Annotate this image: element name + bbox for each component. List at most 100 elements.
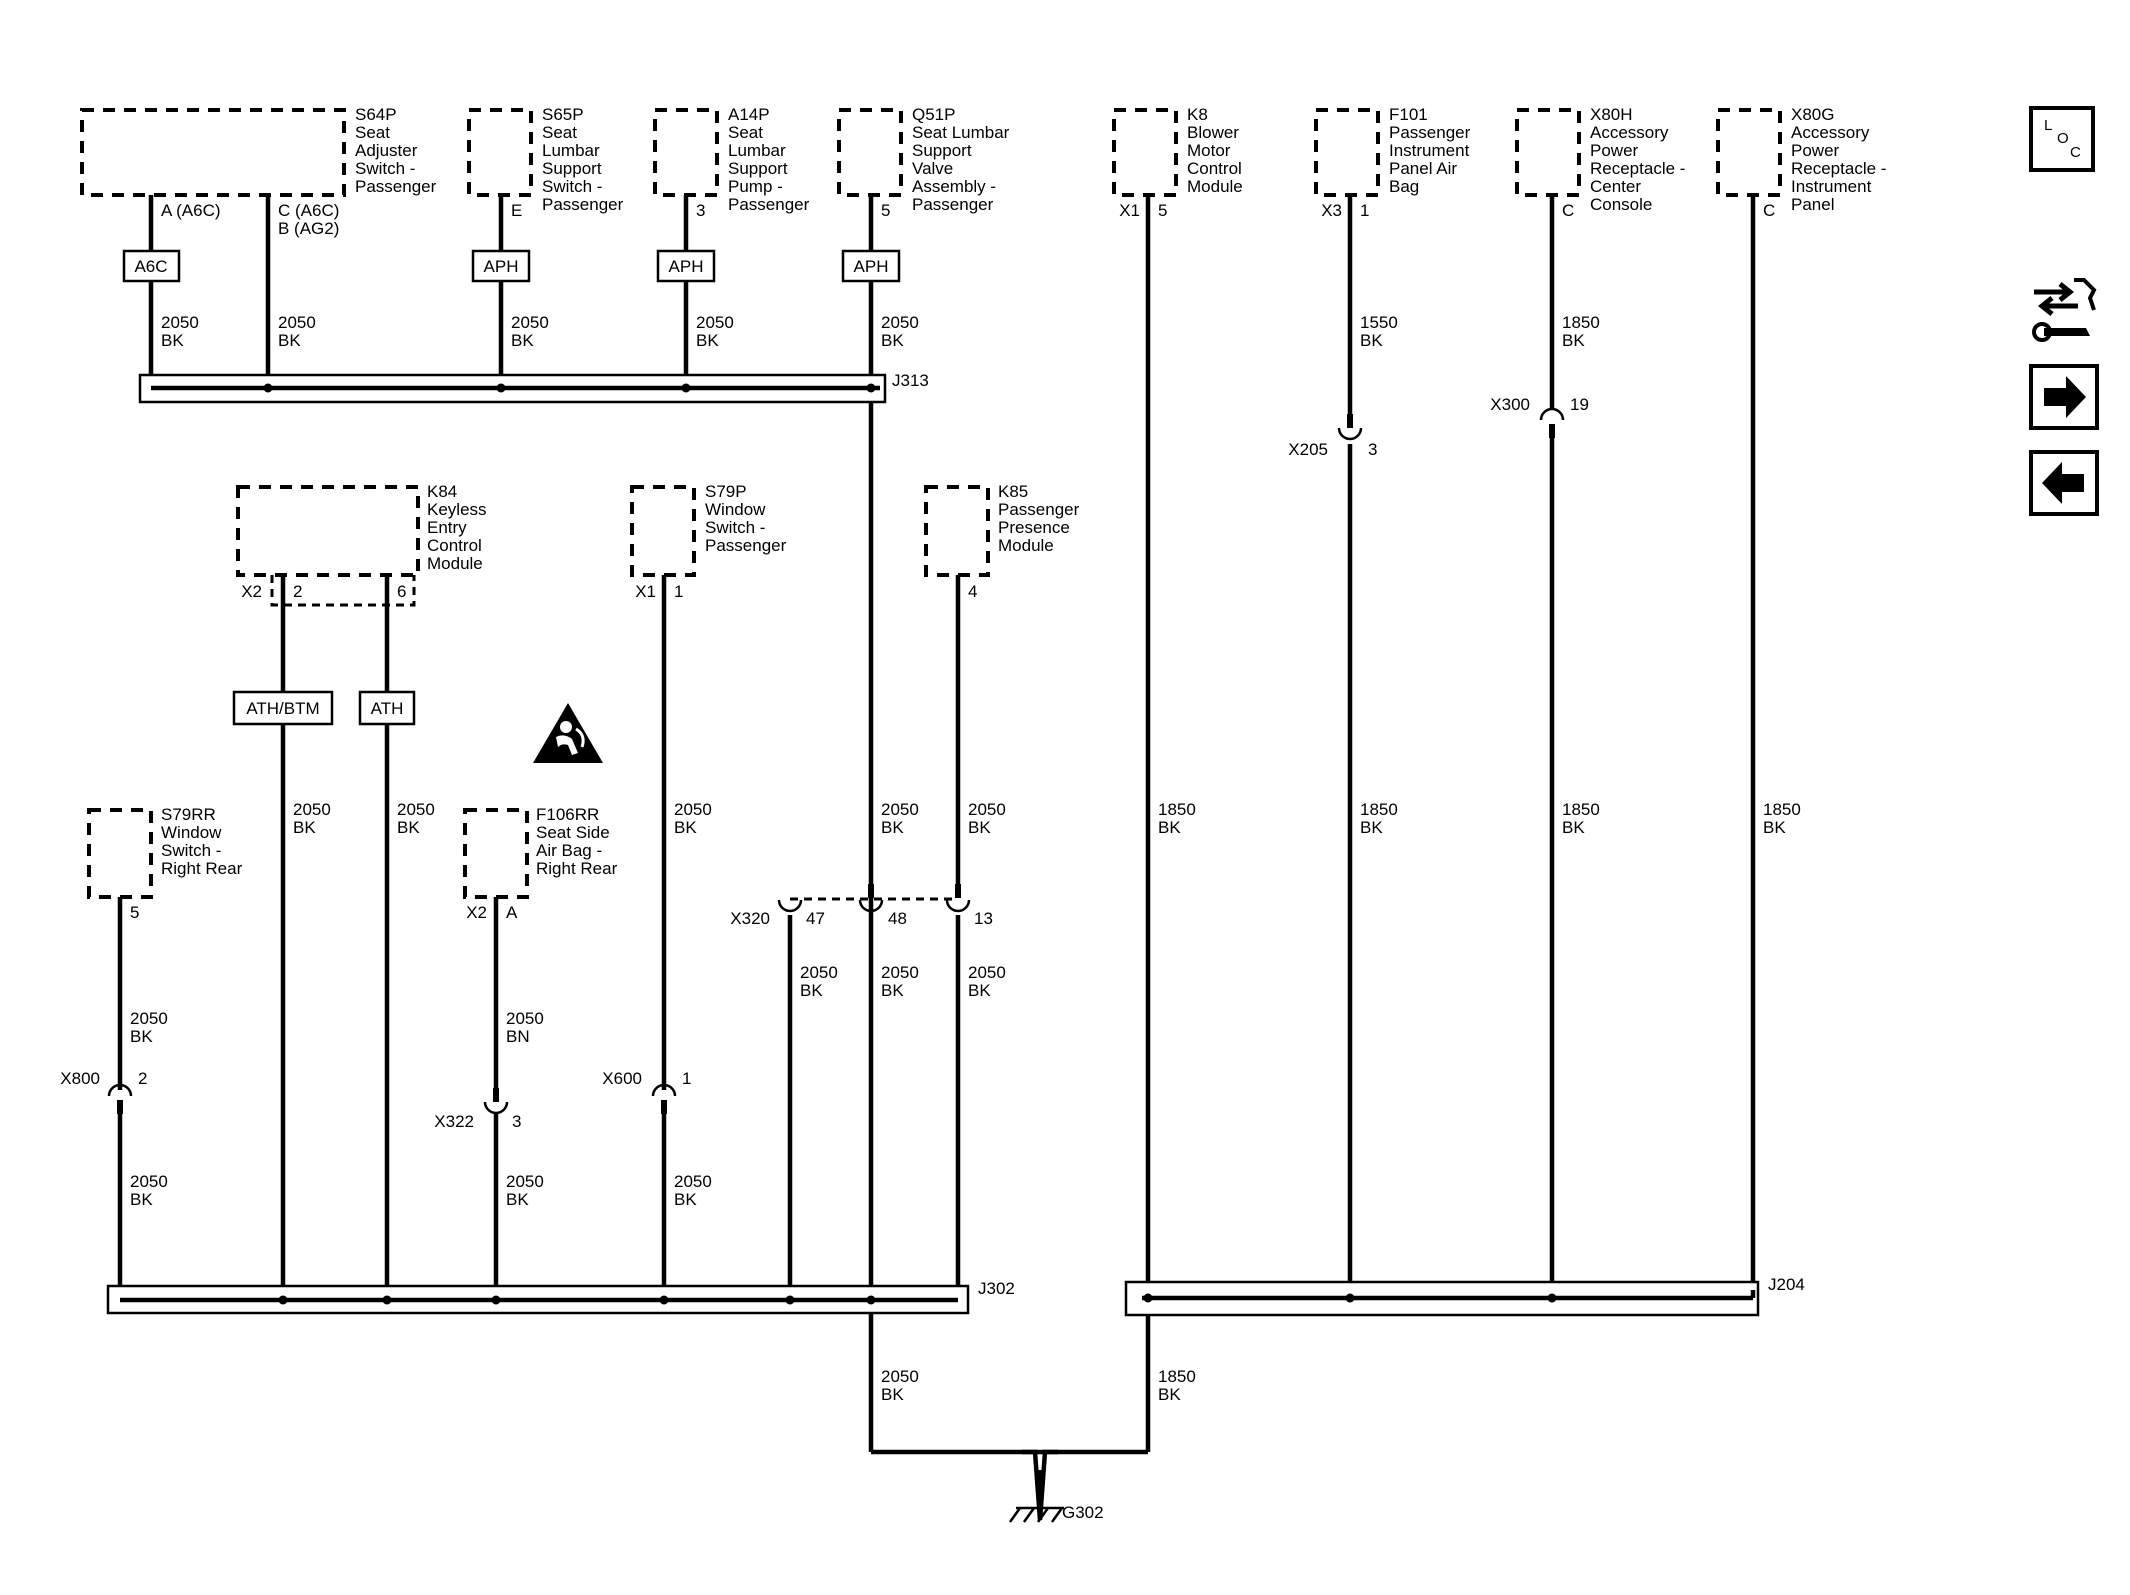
pin-label: C (A6C) [278, 201, 339, 220]
option-tag-aph: APH [484, 257, 519, 276]
k8-box[interactable] [1112, 108, 1178, 197]
pin-label: C [1562, 201, 1574, 220]
s65p-box[interactable] [467, 108, 533, 197]
option-tag-a6c: A6C [134, 257, 167, 276]
svg-text:X600: X600 [602, 1069, 642, 1088]
connector-x205[interactable]: X205 3 [1288, 414, 1377, 459]
component-boxes [80, 108, 1782, 899]
s79rr-box[interactable] [87, 808, 153, 899]
svg-text:O: O [2057, 130, 2069, 147]
option-tag-ath: ATH [371, 699, 404, 718]
pin-label: X3 [1321, 201, 1342, 220]
svg-text:2: 2 [138, 1069, 147, 1088]
inline-connectors: X205 3 X300 19 X320 47 48 13 X800 [60, 395, 1589, 1131]
pin-label: X2 [241, 582, 262, 601]
pin-label: 5 [130, 903, 139, 922]
component-label: X80H Accessory Power Receptacle - Center… [1590, 105, 1690, 214]
component-label: F106RR Seat Side Air Bag - Right Rear [536, 805, 618, 878]
ground-symbol-icon [1008, 1470, 1064, 1523]
component-label: S65P Seat Lumbar Support Switch - Passen… [542, 105, 624, 214]
wires [117, 195, 1756, 1521]
pin-label: 3 [696, 201, 705, 220]
svg-text:47: 47 [806, 909, 825, 928]
back-arrow-icon[interactable] [2029, 450, 2099, 516]
svg-text:X205: X205 [1288, 440, 1328, 459]
component-label: K84 Keyless Entry Control Module [427, 482, 491, 573]
option-tag-athbtm: ATH/BTM [246, 699, 319, 718]
pin-label: 5 [1158, 201, 1167, 220]
connector-x322[interactable]: X322 3 [434, 1088, 521, 1131]
x80g-box[interactable] [1716, 108, 1782, 197]
pin-label: X1 [635, 582, 656, 601]
svg-text:L: L [2044, 117, 2052, 134]
svg-text:X800: X800 [60, 1069, 100, 1088]
component-label: A14P Seat Lumbar Support Pump - Passenge… [728, 105, 810, 214]
connector-x800[interactable]: X800 2 [60, 1069, 147, 1114]
connector-x300[interactable]: X300 19 [1490, 395, 1589, 438]
ground-label-g302: G302 [1062, 1503, 1104, 1522]
k85-box[interactable] [924, 485, 990, 577]
s64p-box[interactable] [80, 108, 346, 197]
x80h-box[interactable] [1515, 108, 1581, 197]
component-labels: S64P Seat Adjuster Switch - Passenger S6… [161, 105, 1891, 878]
loc-icon[interactable]: L O C [2029, 106, 2095, 172]
svg-text:1: 1 [682, 1069, 691, 1088]
k84-box[interactable] [236, 485, 420, 577]
troubleshoot-icon[interactable] [2032, 278, 2097, 342]
q51p-box[interactable] [837, 108, 903, 197]
connector-x600[interactable]: X600 1 [602, 1069, 691, 1114]
pin-label: 6 [397, 582, 406, 601]
pin-label: A (A6C) [161, 201, 221, 220]
splice-j204: J204 [1124, 1275, 1805, 1317]
svg-text:13: 13 [974, 909, 993, 928]
airbag-warning-icon [533, 703, 603, 763]
component-label: F101 Passenger Instrument Panel Air Bag [1389, 105, 1475, 196]
pin-label: 4 [968, 582, 977, 601]
svg-text:X300: X300 [1490, 395, 1530, 414]
pin-label: 1 [1360, 201, 1369, 220]
component-label: K8 Blower Motor Control Module [1187, 105, 1247, 196]
component-label: S79RR Window Switch - Right Rear [161, 805, 243, 878]
svg-text:3: 3 [512, 1112, 521, 1131]
next-arrow-icon[interactable] [2029, 364, 2099, 430]
component-label: X80G Accessory Power Receptacle - Instru… [1791, 105, 1891, 214]
connector-x320[interactable]: X320 47 48 13 [730, 884, 993, 928]
a14p-box[interactable] [653, 108, 719, 197]
splice-j302: J302 [106, 1279, 1015, 1315]
option-tag-aph: APH [854, 257, 889, 276]
option-tag-aph: APH [669, 257, 704, 276]
splice-j313: J313 [138, 371, 929, 404]
component-label: S64P Seat Adjuster Switch - Passenger [355, 105, 437, 196]
pin-label: E [511, 201, 522, 220]
f106rr-box[interactable] [463, 808, 529, 899]
pin-labels: A (A6C) C (A6C) B (AG2) E 3 5 X1 5 X3 1 … [130, 201, 1775, 922]
component-label: S79P Window Switch - Passenger [705, 482, 787, 555]
pin-label: A [506, 903, 518, 922]
s79p-box[interactable] [630, 485, 696, 577]
f101-box[interactable] [1314, 108, 1380, 197]
